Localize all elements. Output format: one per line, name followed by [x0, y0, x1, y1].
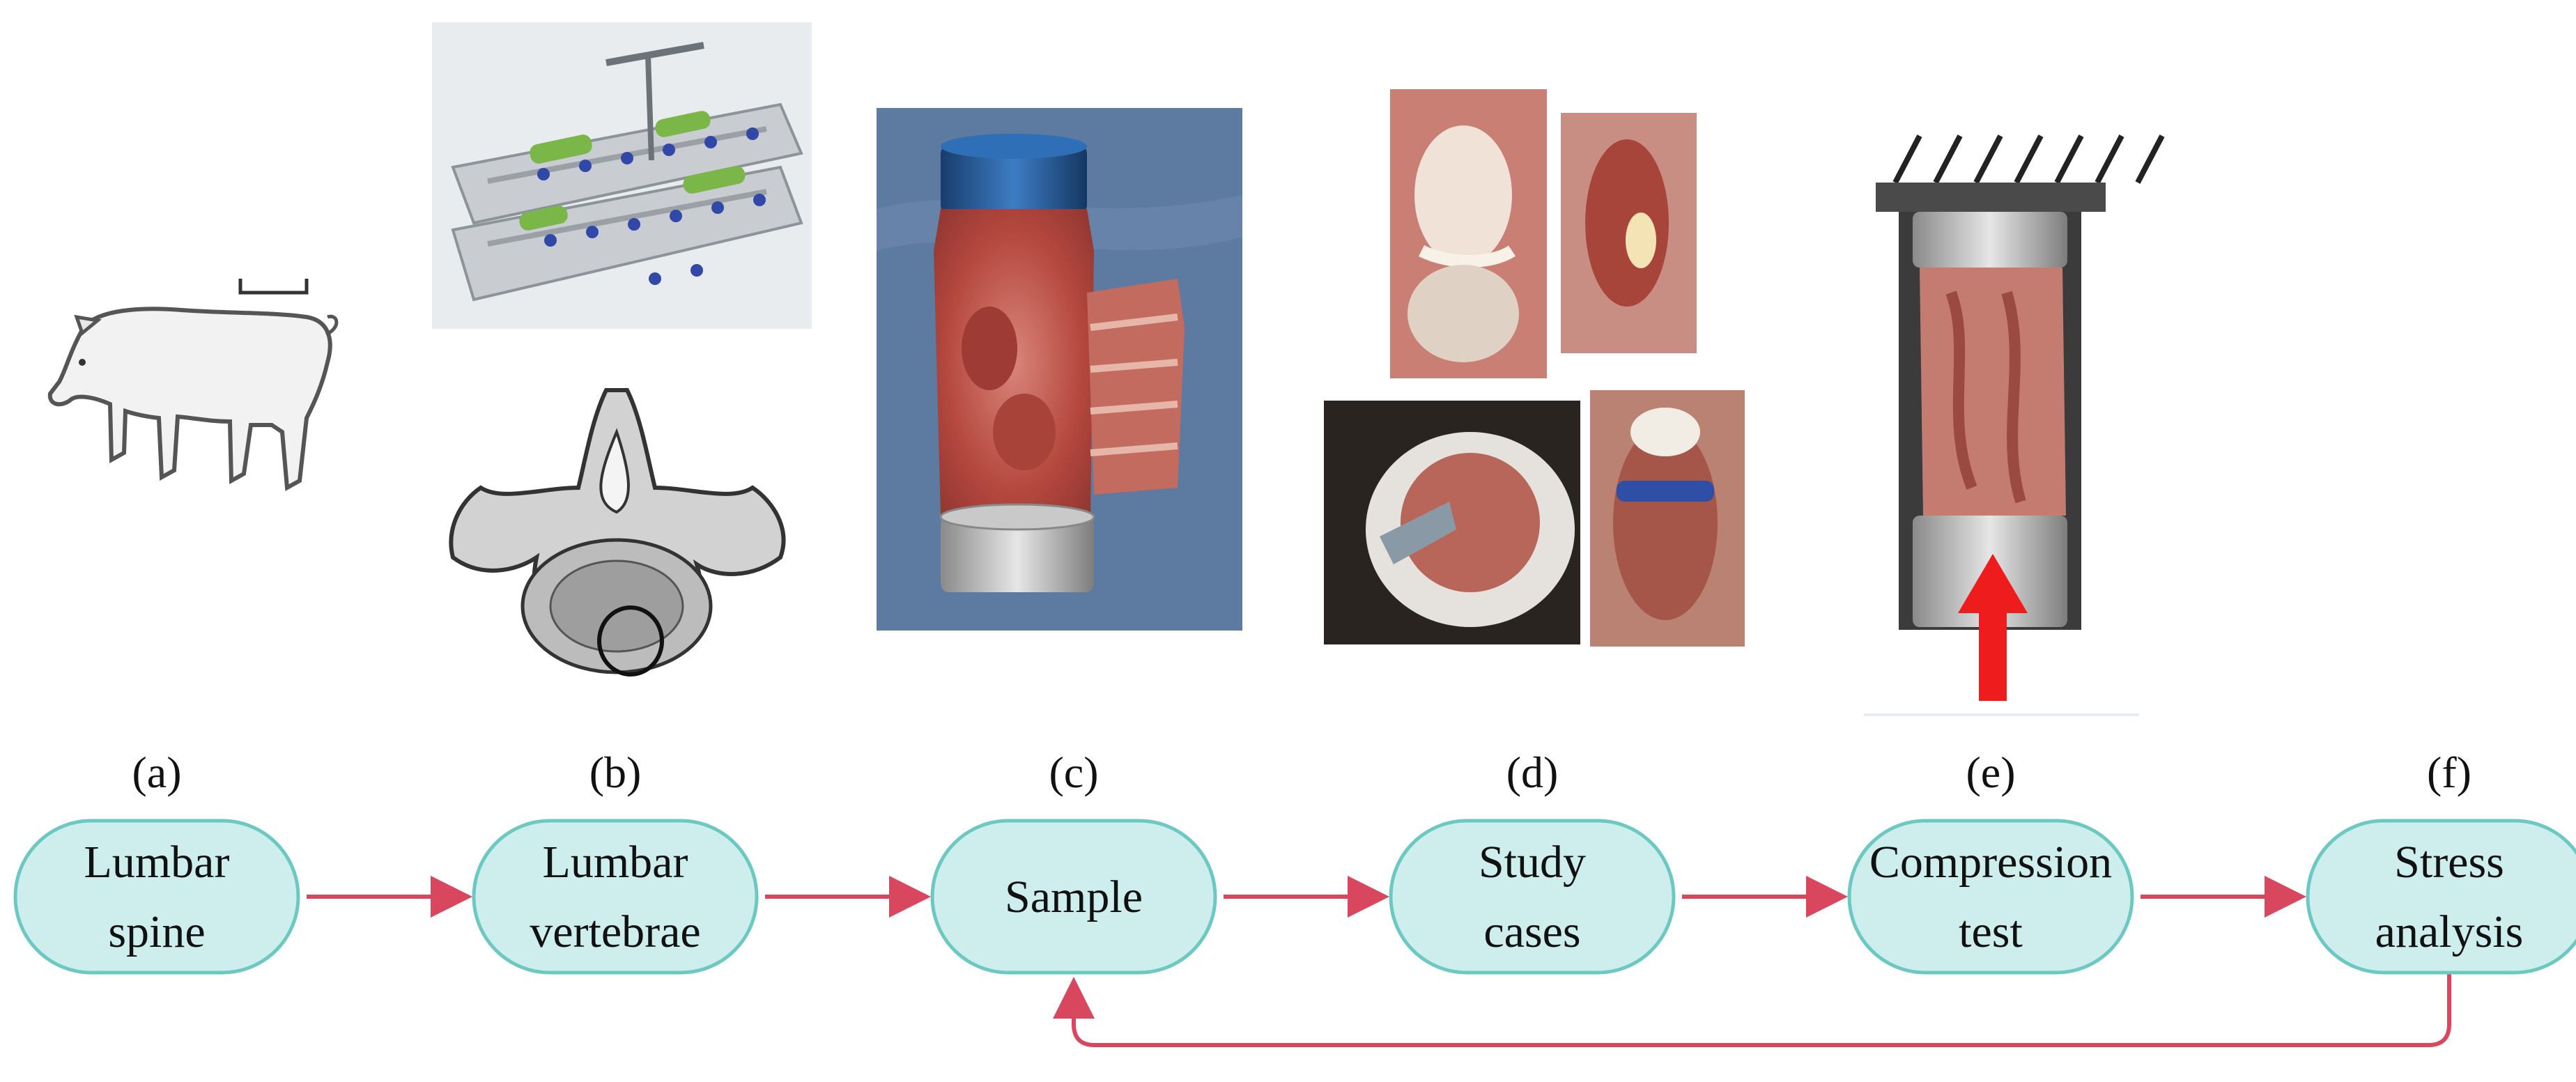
compression-test-schematic [1864, 134, 2165, 716]
stage-label-line: Stress [2394, 837, 2504, 888]
stage-letter: (d) [1506, 748, 1559, 797]
stage-label-line: Lumbar [543, 837, 688, 888]
stage-box [2306, 819, 2576, 975]
stage-label-line: Lumbar [84, 837, 230, 888]
stage-letter: (c) [1049, 748, 1098, 797]
stage-box [472, 819, 759, 975]
stage-box [930, 819, 1217, 975]
stage-label-line: analysis [2375, 906, 2524, 957]
stage-letter: (f) [2427, 748, 2471, 797]
stage-box [13, 819, 300, 975]
stage-node-5: (e) Compression test [1847, 748, 2134, 975]
vertebra-axial-drawing [449, 388, 786, 677]
stage-label-line: test [1959, 906, 2023, 957]
stage-letter: (b) [589, 748, 642, 797]
stage-label-line: Study [1479, 837, 1586, 888]
stage-node-3: (c) Sample [930, 748, 1217, 975]
stage-label-line: spine [108, 906, 205, 957]
stage-node-4: (d) Study cases [1389, 748, 1676, 975]
stage-label-line: Sample [1005, 872, 1143, 922]
stage-node-6: (f) Stress analysis [2306, 748, 2576, 975]
stage-box [1847, 819, 2134, 975]
stage-node-1: (a) Lumbar spine [13, 748, 300, 975]
pig-outline-icon [47, 279, 339, 491]
stage-box [1389, 819, 1676, 975]
feedback-arrow [1053, 974, 2451, 1047]
stage-label-line: vertebrae [530, 906, 700, 957]
stage-letter: (a) [132, 748, 181, 797]
stage-label-line: Compression [1869, 837, 2112, 888]
arrows-layer [307, 876, 2451, 1047]
stage-label-line: cases [1483, 906, 1580, 957]
stage-node-2: (b) Lumbar vertebrae [472, 748, 759, 975]
nodes-layer: (a) Lumbar spine (b) Lumbar vertebrae (c) Sampl… [13, 748, 2576, 975]
spine-specimen-photo [877, 108, 1242, 631]
study-case-photo-grid [1324, 89, 1745, 647]
stage-letter: (e) [1966, 748, 2015, 797]
surgical-instrument-tray-image [432, 22, 812, 329]
